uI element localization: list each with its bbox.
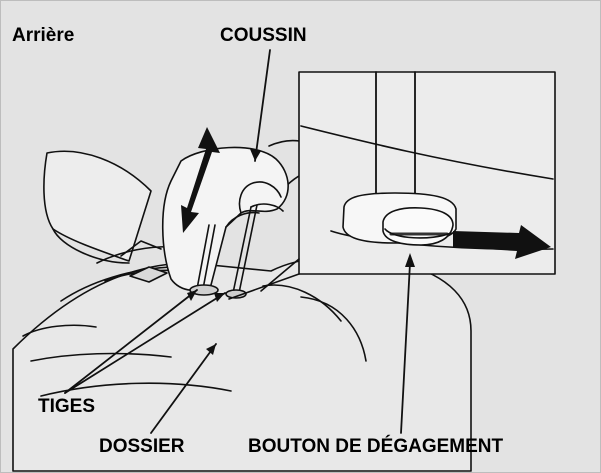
leader-dossier — [150, 343, 217, 434]
leader-lines — [64, 49, 415, 434]
leader-tiges-2 — [64, 292, 226, 394]
label-cushion: COUSSIN — [220, 25, 307, 46]
leader-bouton — [400, 262, 411, 434]
diagram-title: Arrière — [12, 25, 75, 46]
inset-detail — [228, 71, 556, 300]
label-rods: TIGES — [38, 396, 96, 417]
headrest-cushion — [161, 146, 289, 292]
press-arrow-icon — [453, 225, 551, 259]
leader-tiges-1 — [64, 289, 198, 394]
label-release-button: BOUTON DE DÉGAGEMENT — [248, 436, 504, 457]
label-seatback: DOSSIER — [99, 436, 185, 457]
headrest-rods — [189, 204, 258, 299]
up-down-arrow-icon — [181, 127, 220, 233]
leader-coussin — [254, 49, 271, 162]
